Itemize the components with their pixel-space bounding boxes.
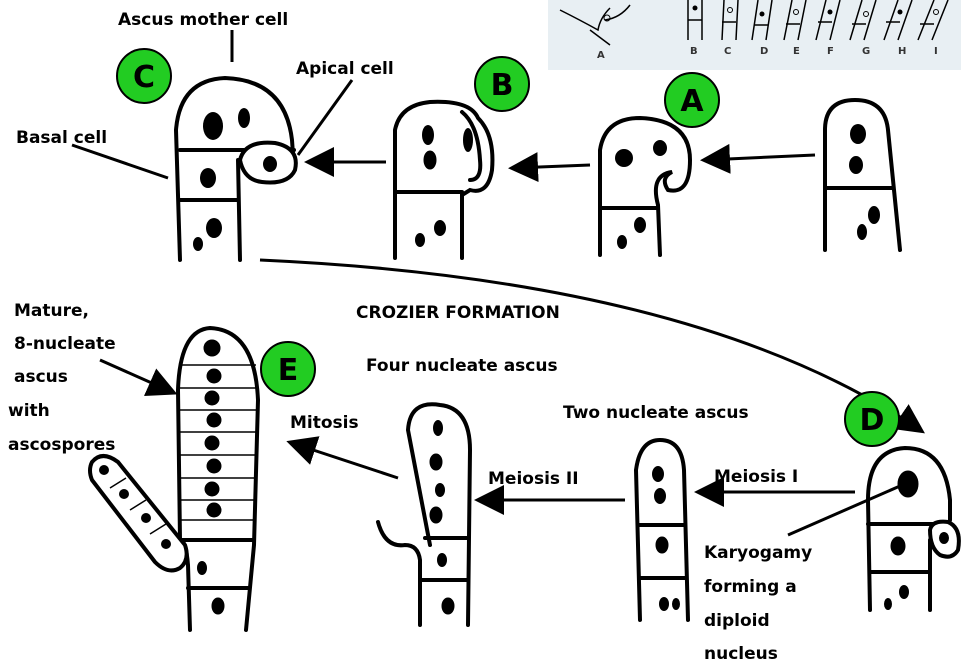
inset-letter-b: B (690, 46, 698, 57)
label-mature-line3: ascus (14, 367, 68, 387)
label-meiosis-i: Meiosis I (714, 467, 798, 487)
label-karyogamy-line4: nucleus (704, 644, 778, 663)
leader-apical-cell (298, 80, 352, 155)
badge-a: A (665, 73, 719, 127)
arrow-four-nucleate-to-e (292, 443, 398, 478)
label-mature-line1: Mature, (14, 301, 89, 321)
label-karyogamy-line1: Karyogamy (704, 543, 812, 563)
ascus-two-nucleate (636, 440, 688, 620)
ascus-four-nucleate (378, 404, 470, 625)
inset-letter-g: G (862, 46, 870, 57)
inset-letter-c: C (724, 46, 731, 57)
badge-c-letter: C (133, 60, 155, 95)
label-mature-line4: with (8, 401, 50, 421)
badge-b-letter: B (491, 68, 514, 103)
badge-c: C (117, 49, 171, 103)
crozier-stage-c (176, 78, 296, 260)
badge-a-letter: A (680, 84, 704, 119)
label-karyogamy-line3: diploid (704, 611, 770, 631)
arrow-a-to-b (514, 165, 590, 168)
leader-basal-cell (72, 145, 168, 178)
hypha-initial (825, 100, 900, 250)
inset-letter-d: D (760, 46, 768, 57)
crozier-stage-b (395, 102, 492, 258)
arrow-mature-label (100, 360, 172, 392)
label-two-nucleate: Two nucleate ascus (563, 403, 749, 423)
label-mature-line5: ascospores (8, 435, 115, 455)
badge-e-letter: E (278, 353, 299, 388)
inset-letter-h: H (898, 46, 906, 57)
badge-e: E (261, 342, 315, 396)
label-mitosis: Mitosis (290, 413, 359, 433)
ascus-mature (90, 328, 258, 630)
ascus-stage-d (868, 448, 959, 610)
badge-d-letter: D (860, 403, 885, 438)
label-ascus-mother-cell: Ascus mother cell (118, 10, 288, 30)
inset-letter-i: I (934, 46, 938, 57)
inset-letter-e: E (793, 46, 800, 57)
crozier-stage-a (600, 118, 690, 255)
diagram-title: CROZIER FORMATION (356, 303, 560, 323)
label-basal-cell: Basal cell (16, 128, 107, 148)
inset-letter-a: A (597, 50, 605, 61)
inset-letter-f: F (827, 46, 834, 57)
label-mature-line2: 8-nucleate (14, 334, 116, 354)
badge-b: B (475, 57, 529, 111)
label-four-nucleate: Four nucleate ascus (366, 356, 558, 376)
inset-thumbnail: A B C D E F G H I (548, 0, 961, 70)
arrow-initial-to-a (706, 155, 815, 160)
label-apical-cell: Apical cell (296, 59, 394, 79)
label-karyogamy-line2: forming a (704, 577, 797, 597)
badge-d: D (845, 392, 899, 446)
label-meiosis-ii: Meiosis II (488, 469, 579, 489)
